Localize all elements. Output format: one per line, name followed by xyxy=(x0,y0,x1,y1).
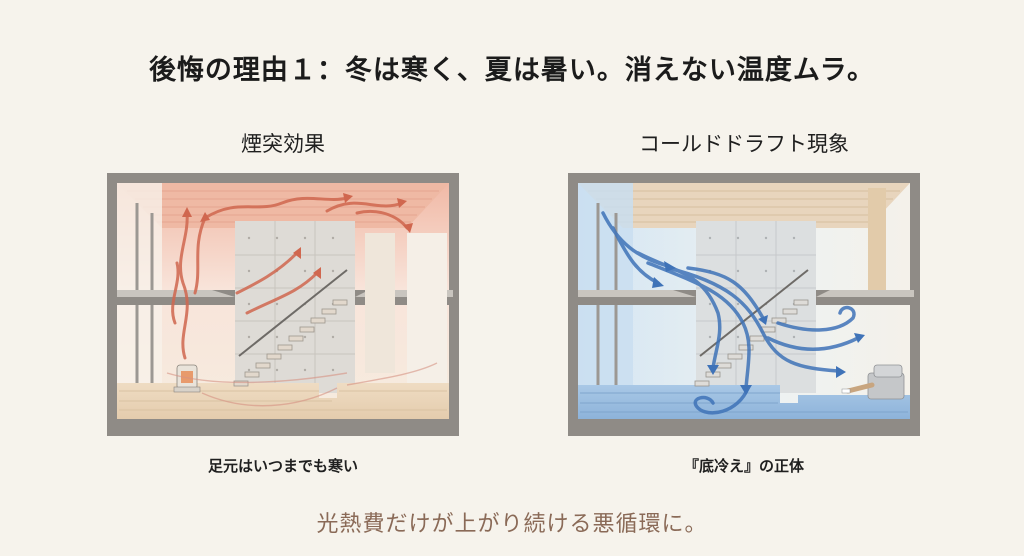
caption-stack-effect: 足元はいつまでも寒い xyxy=(207,457,358,475)
panel-title-cold-draft: コールドドラフト現象 xyxy=(639,132,849,156)
caption-cold-draft: 『底冷え』の正体 xyxy=(683,457,804,475)
footer-message: 光熱費だけが上がり続ける悪循環に。 xyxy=(316,512,708,537)
stack-effect-illustration xyxy=(107,173,459,436)
page-title: 後悔の理由１：冬は寒く、夏は暑い。消えない温度ムラ。 xyxy=(148,55,876,86)
cold-draft-illustration xyxy=(568,173,920,436)
panel-title-stack-effect: 煙突効果 xyxy=(241,132,325,156)
sofa-icon xyxy=(841,364,905,400)
heater-icon xyxy=(173,364,201,393)
